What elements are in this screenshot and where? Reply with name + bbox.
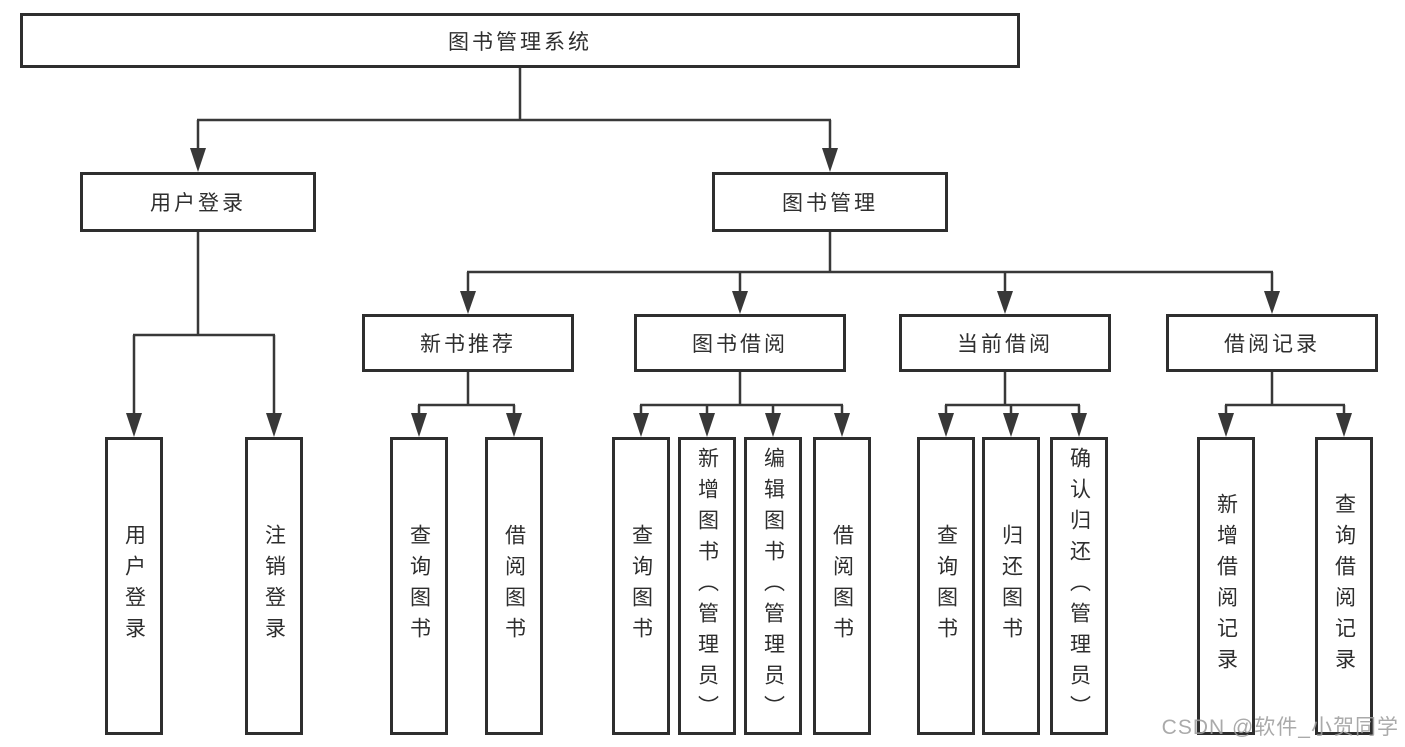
arrow-down-icon: [633, 413, 649, 437]
arrow-down-icon: [822, 148, 838, 172]
arrow-down-icon: [411, 413, 427, 437]
leaf-add-book-admin-label: 新增图书（管理员）: [695, 446, 719, 726]
arrow-down-icon: [1336, 413, 1352, 437]
leaf-query-borrow-record-label: 查询借阅记录: [1332, 493, 1356, 679]
node-user-login: 用户登录: [80, 172, 316, 232]
arrow-down-icon: [190, 148, 206, 172]
leaf-query-books-current: 查询图书: [917, 437, 975, 735]
arrow-down-icon: [1003, 413, 1019, 437]
leaf-query-borrow-record: 查询借阅记录: [1315, 437, 1373, 735]
leaf-edit-book-admin-label: 编辑图书（管理员）: [761, 446, 785, 726]
leaf-borrow-books-borrow-label: 借阅图书: [830, 524, 854, 648]
leaf-logout-label: 注销登录: [262, 524, 286, 648]
arrow-down-icon: [699, 413, 715, 437]
arrow-down-icon: [997, 291, 1013, 314]
leaf-logout: 注销登录: [245, 437, 303, 735]
arrow-down-icon: [834, 413, 850, 437]
leaf-add-borrow-record: 新增借阅记录: [1197, 437, 1255, 735]
leaf-add-borrow-record-label: 新增借阅记录: [1214, 493, 1238, 679]
leaf-query-books-newbook: 查询图书: [390, 437, 448, 735]
node-current-borrow: 当前借阅: [899, 314, 1111, 372]
node-new-book-recommend: 新书推荐: [362, 314, 574, 372]
arrow-down-icon: [266, 413, 282, 437]
node-root: 图书管理系统: [20, 13, 1020, 68]
leaf-borrow-books-newbook-label: 借阅图书: [502, 524, 526, 648]
leaf-query-books-borrow: 查询图书: [612, 437, 670, 735]
arrow-down-icon: [1264, 291, 1280, 314]
leaf-query-books-borrow-label: 查询图书: [629, 524, 653, 648]
leaf-edit-book-admin: 编辑图书（管理员）: [744, 437, 802, 735]
arrow-down-icon: [126, 413, 142, 437]
node-book-management: 图书管理: [712, 172, 948, 232]
node-book-borrow: 图书借阅: [634, 314, 846, 372]
leaf-return-books: 归还图书: [982, 437, 1040, 735]
node-borrow-records: 借阅记录: [1166, 314, 1378, 372]
leaf-return-books-label: 归还图书: [999, 524, 1023, 648]
leaf-query-books-current-label: 查询图书: [934, 524, 958, 648]
arrow-down-icon: [938, 413, 954, 437]
leaf-query-books-newbook-label: 查询图书: [407, 524, 431, 648]
leaf-confirm-return-admin-label: 确认归还（管理员）: [1067, 446, 1091, 726]
leaf-user-login-label: 用户登录: [122, 524, 146, 648]
arrow-down-icon: [765, 413, 781, 437]
arrow-down-icon: [1071, 413, 1087, 437]
leaf-add-book-admin: 新增图书（管理员）: [678, 437, 736, 735]
leaf-borrow-books-borrow: 借阅图书: [813, 437, 871, 735]
arrow-down-icon: [1218, 413, 1234, 437]
arrow-down-icon: [506, 413, 522, 437]
leaf-borrow-books-newbook: 借阅图书: [485, 437, 543, 735]
arrow-down-icon: [732, 291, 748, 314]
leaf-user-login: 用户登录: [105, 437, 163, 735]
leaf-confirm-return-admin: 确认归还（管理员）: [1050, 437, 1108, 735]
arrow-down-icon: [460, 291, 476, 314]
